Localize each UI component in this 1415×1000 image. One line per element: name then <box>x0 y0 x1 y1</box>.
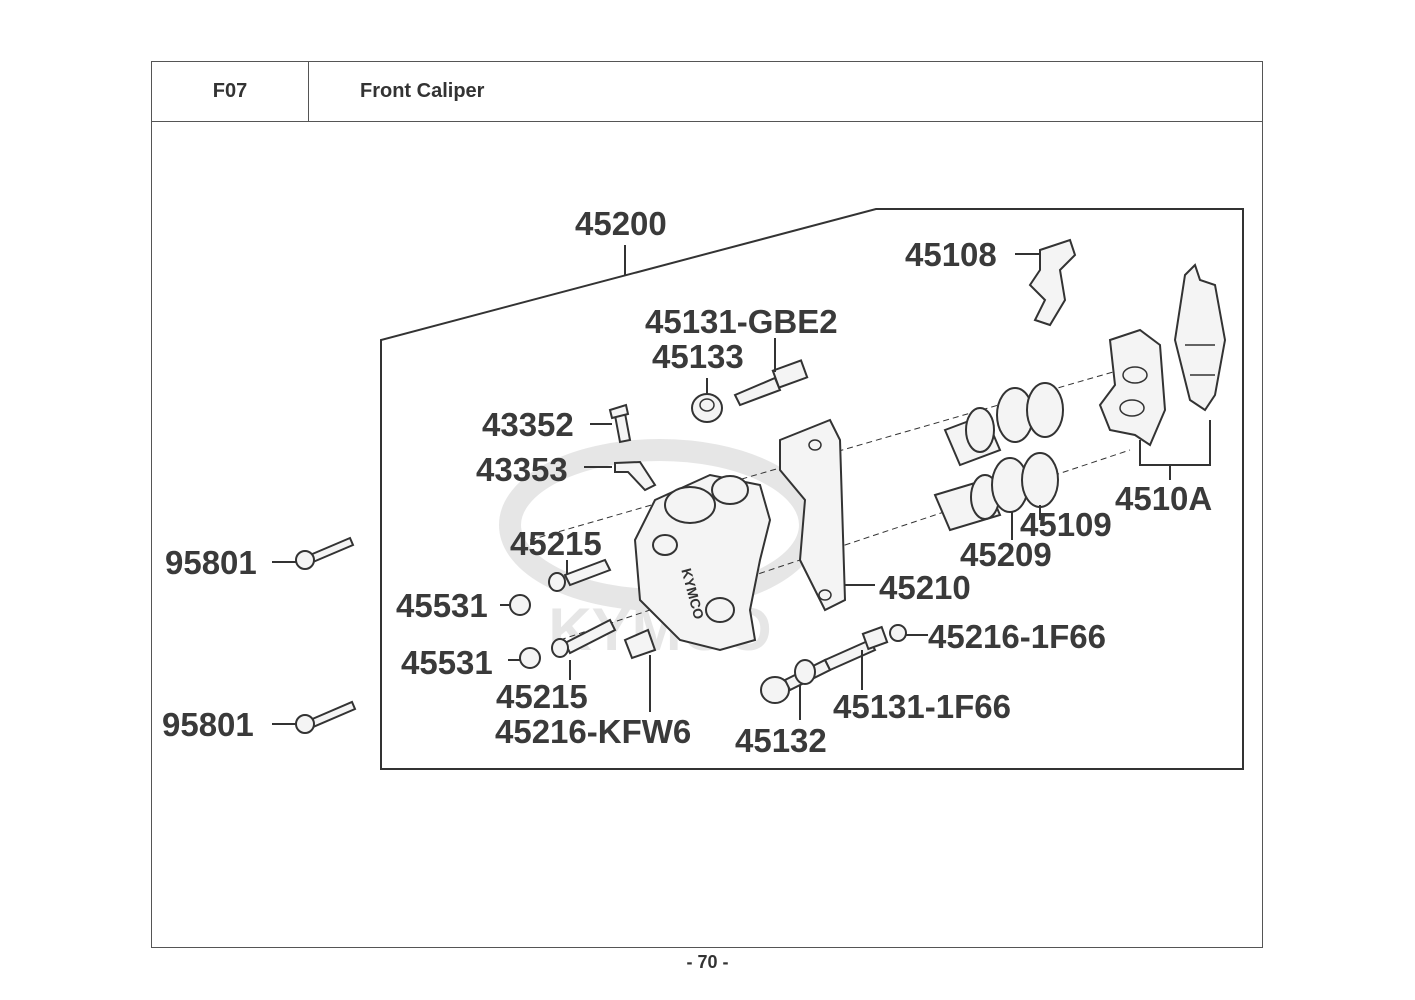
slide-pin-upper <box>548 558 612 592</box>
label-bolt-top: 45131-GBE2 <box>645 303 838 340</box>
nut-lower <box>519 647 541 669</box>
bolt-right <box>823 625 889 672</box>
label-pin-upper: 45215 <box>510 525 602 562</box>
bolt-top <box>733 359 809 407</box>
label-boot-right: 45216-1F66 <box>928 618 1106 655</box>
boot-left <box>623 628 657 660</box>
bolt-left-lower <box>295 700 357 734</box>
pad-spring-clip <box>1028 238 1077 327</box>
leader-pads-bracket <box>1139 420 1211 466</box>
cap-top <box>691 393 723 423</box>
slide-pin-lower <box>551 618 617 658</box>
label-boot-left: 45216-KFW6 <box>495 713 691 750</box>
caliper-body: KYMCO <box>633 473 772 652</box>
label-bolt-left-lower: 95801 <box>162 706 254 743</box>
label-clip: 45108 <box>905 236 997 273</box>
label-nut-lower: 45531 <box>401 644 493 681</box>
bleeder-cap <box>614 460 657 492</box>
brake-pads <box>1098 263 1227 447</box>
label-pistons: 45209 <box>960 536 1052 573</box>
label-bolt-left-upper: 95801 <box>165 544 257 581</box>
label-bracket: 45210 <box>879 569 971 606</box>
assembly-outline <box>380 208 1244 770</box>
label-bolt-right: 45131-1F66 <box>833 688 1011 725</box>
boot-right <box>889 624 907 642</box>
bolt-bottom <box>760 658 832 704</box>
label-bleeder: 43352 <box>482 406 574 443</box>
caliper-bracket <box>779 418 847 612</box>
label-cap-top: 45133 <box>652 338 744 375</box>
label-pin-lower: 45215 <box>496 678 588 715</box>
diagram-frame <box>151 121 1263 948</box>
bleeder-valve <box>608 403 632 444</box>
page-number: - 70 - <box>686 952 729 972</box>
bolt-left-upper <box>295 536 355 570</box>
section-code-text: F07 <box>212 80 248 102</box>
nut-upper <box>509 594 531 616</box>
label-nut-upper: 45531 <box>396 587 488 624</box>
label-bleeder-cap: 43353 <box>476 451 568 488</box>
pistons <box>933 407 1002 532</box>
label-pads: 4510A <box>1115 480 1212 517</box>
piston-seals <box>991 382 1064 513</box>
section-title-text: Front Caliper <box>360 80 485 102</box>
label-seals: 45109 <box>1020 506 1112 543</box>
label-assembly: 45200 <box>575 205 667 242</box>
label-bolt-bottom: 45132 <box>735 722 827 759</box>
